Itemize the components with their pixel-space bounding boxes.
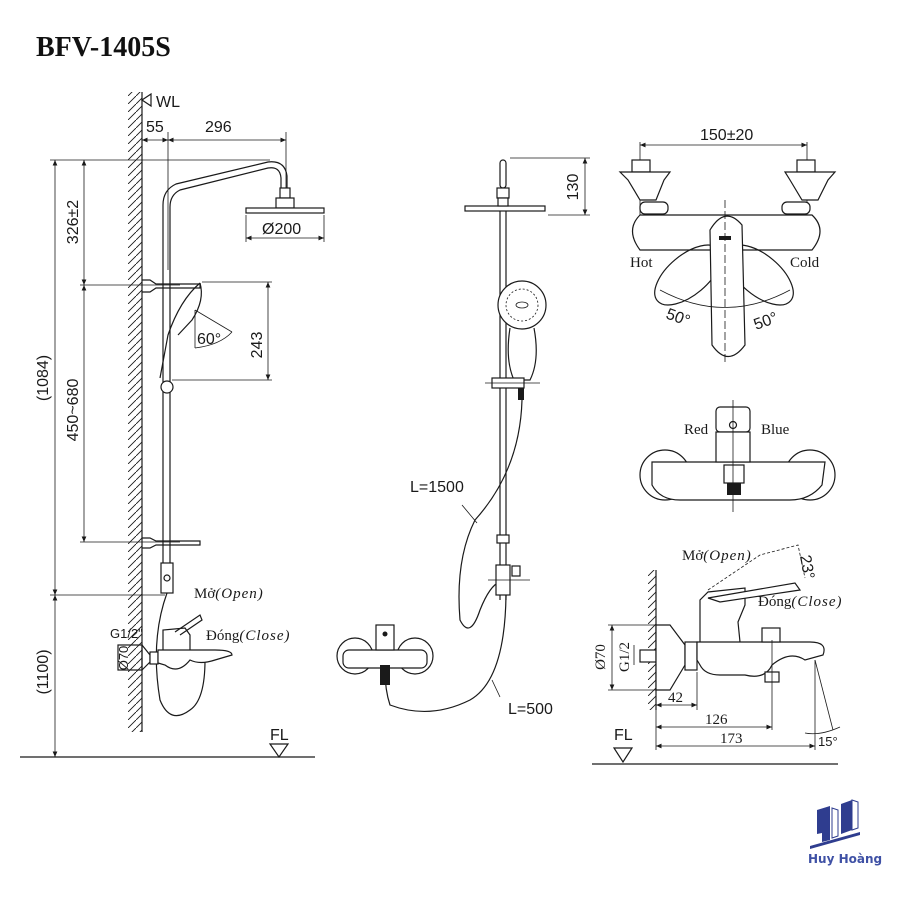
floor-level-label: FL: [270, 727, 289, 744]
hose-long: [458, 399, 523, 629]
wall-level-marker-icon: [140, 92, 152, 108]
dim-bracket-range: 450~680: [65, 379, 82, 442]
open-label: Mở(Open): [194, 586, 264, 602]
dim-total-height: (1084): [35, 355, 52, 401]
spout-angle: 15°: [818, 734, 838, 749]
hot-label: Hot: [630, 255, 653, 271]
hose: [155, 592, 206, 717]
hand-shower: [159, 282, 201, 379]
side-view: WL 55 296 Ø200: [20, 92, 325, 759]
lever-angle: 23°: [796, 554, 817, 581]
flange-diameter: Ø70: [116, 646, 131, 671]
wall-bracket-upper: [142, 279, 201, 293]
inlet-thread: G1/2": [110, 626, 143, 641]
dim-mixer-height: (1100): [35, 649, 52, 694]
dim-wall-to-bar: 55: [146, 119, 164, 136]
top-view: 150±20 Hot Cold 50° 50°: [618, 127, 837, 365]
dim-head-diameter: Ø200: [262, 221, 301, 238]
angle-left: 50°: [664, 306, 693, 330]
side-lever-closed: [707, 582, 802, 603]
side-mixer-body: [696, 641, 825, 677]
mixer-side-view: Ø70 G1/2 Mở(Open) Đóng(Close) 23° 42 126: [592, 544, 843, 765]
hose-long-label: L=1500: [410, 479, 464, 496]
front-rain-head: [464, 205, 546, 212]
dim-head-to-bracket: 326±2: [65, 200, 82, 244]
rain-shower-head: [245, 207, 325, 214]
wall-bracket-lower: [142, 537, 201, 549]
dim-arm-reach: 296: [205, 119, 232, 136]
dim-inlet-spacing: 150±20: [700, 127, 753, 144]
red-label: Red: [684, 422, 709, 438]
dim-handshower-height: 243: [249, 332, 266, 359]
mixer-lever: [174, 614, 203, 636]
angle-right: 50°: [752, 310, 781, 334]
close-label: Đóng(Close): [206, 628, 291, 644]
wall-level-label: WL: [156, 94, 180, 111]
logo-text: Huy Hoàng: [808, 852, 883, 866]
hose-short: [384, 594, 507, 712]
dim-head-height: 130: [565, 174, 582, 201]
hose-short-label: L=500: [508, 701, 553, 718]
side-thread: G1/2: [617, 642, 633, 672]
wall-hatch: [128, 92, 142, 732]
blue-label: Blue: [761, 422, 790, 438]
product-title: BFV-1405S: [36, 32, 171, 63]
diverter: [160, 562, 174, 594]
bath-mixer: [157, 649, 233, 670]
handshower-angle: 60°: [197, 331, 221, 348]
front-view: 130 L=1500 L=500: [336, 157, 590, 718]
dim-126: 126: [705, 712, 728, 728]
building-logo-icon: [810, 799, 860, 849]
side-floor-label: FL: [614, 727, 633, 744]
floor-level-marker-icon: [268, 743, 290, 759]
mixer-front-view: Red Blue: [639, 400, 836, 512]
side-floor-marker-icon: [612, 747, 634, 764]
front-hand-shower: [497, 280, 547, 330]
top-lever: [709, 215, 746, 358]
side-open-label: Mở(Open): [682, 548, 752, 564]
side-flange-diameter: Ø70: [593, 644, 609, 670]
slider-knob: [160, 380, 174, 394]
cold-label: Cold: [790, 255, 820, 271]
side-close-label: Đóng(Close): [758, 594, 843, 610]
shower-column: [162, 161, 288, 590]
dim-42: 42: [668, 690, 683, 706]
dim-173: 173: [720, 731, 743, 747]
